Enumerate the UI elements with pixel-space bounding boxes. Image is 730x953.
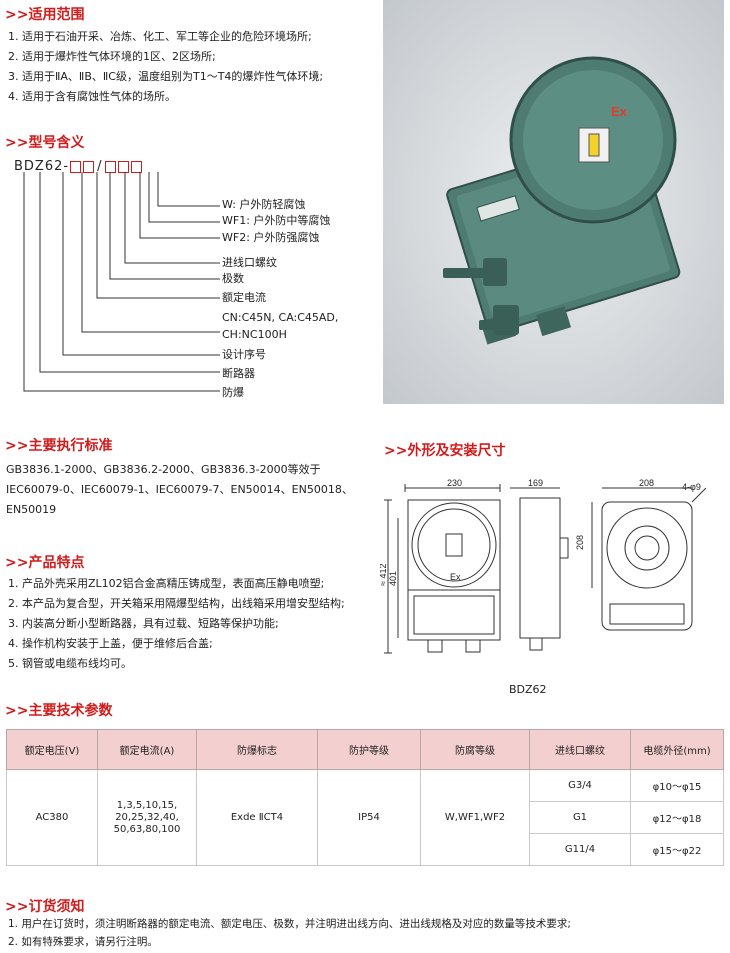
cell-thread: G1 xyxy=(529,801,631,834)
legend-poles: 极数 xyxy=(222,272,244,285)
code-box xyxy=(131,160,143,173)
code-box xyxy=(118,160,130,173)
col-header: 防爆标志 xyxy=(196,729,318,770)
legend-current: 额定电流 xyxy=(222,291,266,304)
cell-exmark: Exde ⅡCT4 xyxy=(196,769,318,866)
cell-current: 1,3,5,10,15, 20,25,32,40, 50,63,80,100 xyxy=(97,769,197,866)
list-item: 4. 适用于含有腐蚀性气体的场所。 xyxy=(8,90,176,103)
dim-230: 230 xyxy=(447,478,462,488)
list-item: 2. 适用于爆炸性气体环境的1区、2区场所; xyxy=(8,50,216,63)
list-item: 1. 用户在订货时，须注明断路器的额定电流、额定电压、极数，并注明进出线方向、进… xyxy=(8,918,571,930)
dim-208-side: 208 xyxy=(575,535,585,550)
legend-cn: CN:C45N, CA:C45AD, xyxy=(222,311,339,324)
features-list: 1. 产品外壳采用ZL102铝合金高精压铸成型，表面高压静电喷塑; 2. 本产品… xyxy=(8,574,345,674)
table-row: AC380 1,3,5,10,15, 20,25,32,40, 50,63,80… xyxy=(6,769,724,866)
cell-ip: IP54 xyxy=(317,769,421,866)
legend-design: 设计序号 xyxy=(222,348,266,361)
dimension-drawing: 230 169 208 208 ≈ 412 401 4-φ9 Ex xyxy=(380,478,707,654)
model-code: BDZ62- / xyxy=(14,159,143,174)
dim-401: 401 xyxy=(388,571,398,586)
ex-label: Ex xyxy=(611,104,628,119)
product-photo: Ex xyxy=(383,0,724,404)
cell-thread: G3/4 xyxy=(529,769,631,802)
dim-169: 169 xyxy=(528,478,543,488)
code-box xyxy=(105,160,117,173)
list-item: 3. 适用于ⅡA、ⅡB、ⅡC级，温度组别为T1～T4的爆炸性气体环境; xyxy=(8,70,324,83)
table-header-row: 额定电压(V) 额定电流(A) 防爆标志 防护等级 防腐等级 进线口螺纹 电缆外… xyxy=(6,729,724,770)
col-header: 额定电压(V) xyxy=(6,729,98,770)
legend-w: W: 户外防轻腐蚀 xyxy=(222,198,306,211)
cell-thread: G11/4 xyxy=(529,833,631,866)
model-slash: / xyxy=(97,159,103,174)
cell-cable: φ10～φ15 xyxy=(630,769,724,802)
standard-text: GB3836.1-2000、GB3836.2-2000、GB3836.3-200… xyxy=(6,463,353,516)
dim-208-top: 208 xyxy=(639,478,654,488)
col-header: 额定电流(A) xyxy=(97,729,197,770)
section-title-params: >>主要技术参数 xyxy=(5,703,113,719)
scope-list: 1. 适用于石油开采、冶炼、化工、军工等企业的危险环境场所; 2. 适用于爆炸性… xyxy=(8,27,323,107)
list-item: 2. 本产品为复合型，开关箱采用隔爆型结构，出线箱采用增安型结构; xyxy=(8,597,345,610)
col-header: 进线口螺纹 xyxy=(529,729,631,770)
cell-cable: φ15～φ22 xyxy=(630,833,724,866)
section-title-model: >>型号含义 xyxy=(5,135,85,151)
drawing-ex-label: Ex xyxy=(450,572,461,582)
legend-wf2: WF2: 户外防强腐蚀 xyxy=(222,231,320,244)
section-title-dimension: >>外形及安装尺寸 xyxy=(384,443,506,459)
list-item: 2. 如有特殊要求，请另行注明。 xyxy=(8,936,158,948)
order-list: 1. 用户在订货时，须注明断路器的额定电流、额定电压、极数，并注明进出线方向、进… xyxy=(8,915,571,951)
col-header: 防腐等级 xyxy=(420,729,530,770)
legend-explosion: 防爆 xyxy=(222,386,244,399)
legend-breaker: 断路器 xyxy=(222,367,255,380)
section-title-order: >>订货须知 xyxy=(5,899,85,915)
spec-table: 额定电压(V) 额定电流(A) 防爆标志 防护等级 防腐等级 进线口螺纹 电缆外… xyxy=(6,729,724,866)
cell-anticorrosion: W,WF1,WF2 xyxy=(420,769,530,866)
col-header: 电缆外径(mm) xyxy=(630,729,724,770)
legend-ch: CH:NC100H xyxy=(222,328,287,341)
dim-holes: 4-φ9 xyxy=(682,482,701,492)
section-title-scope: >>适用范围 xyxy=(5,7,85,23)
section-title-standard: >>主要执行标准 xyxy=(5,438,113,454)
list-item: 1. 适用于石油开采、冶炼、化工、军工等企业的危险环境场所; xyxy=(8,30,312,43)
col-header: 防护等级 xyxy=(317,729,421,770)
enclosure-illustration: Ex xyxy=(443,56,681,345)
model-tree-lines xyxy=(23,172,220,392)
table-row: G11/4 φ15～φ22 xyxy=(7,833,724,866)
dim-412: ≈ 412 xyxy=(380,564,388,586)
list-item: 3. 内装高分断小型断路器，具有过载、短路等保护功能; xyxy=(8,617,279,630)
cell-cable: φ12～φ18 xyxy=(630,801,724,834)
legend-thread: 进线口螺纹 xyxy=(222,256,277,269)
list-item: 5. 钢管或电缆布线均可。 xyxy=(8,657,132,670)
drawing-model-label: BDZ62 xyxy=(509,683,547,696)
list-item: 1. 产品外壳采用ZL102铝合金高精压铸成型，表面高压静电喷塑; xyxy=(8,577,325,590)
code-box xyxy=(70,160,82,173)
legend-wf1: WF1: 户外防中等腐蚀 xyxy=(222,214,331,227)
cell-voltage: AC380 xyxy=(6,769,98,866)
section-title-features: >>产品特点 xyxy=(5,555,85,571)
list-item: 4. 操作机构安装于上盖，便于维修后合盖; xyxy=(8,637,213,650)
code-box xyxy=(83,160,95,173)
model-prefix: BDZ62- xyxy=(14,159,70,174)
